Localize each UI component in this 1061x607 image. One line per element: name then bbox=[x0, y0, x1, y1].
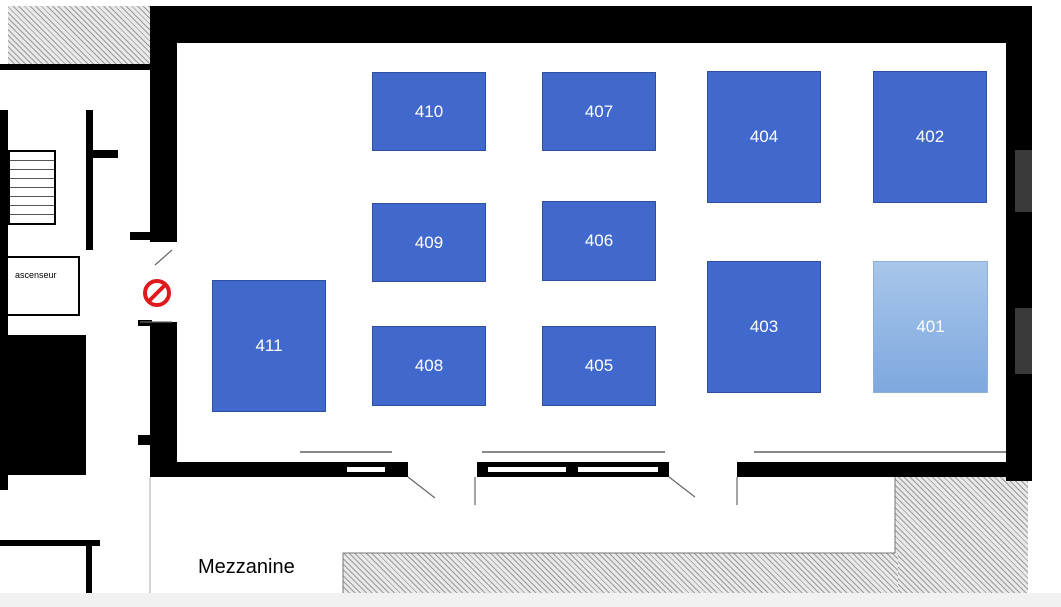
window-bottom-2 bbox=[487, 466, 567, 473]
wall-bottom-right bbox=[737, 462, 1032, 477]
room-403[interactable]: 403 bbox=[707, 261, 821, 393]
room-404-label: 404 bbox=[749, 127, 779, 146]
room-411[interactable]: 411 bbox=[212, 280, 326, 412]
room-402-label: 402 bbox=[915, 127, 945, 146]
room-407[interactable]: 407 bbox=[542, 72, 656, 151]
wall-bottom-left bbox=[150, 462, 408, 477]
corridor-wall-vertical-2 bbox=[0, 110, 8, 490]
no-entry-icon bbox=[143, 279, 171, 307]
room-406-label: 406 bbox=[584, 231, 614, 250]
corridor-wall-vertical-1 bbox=[86, 110, 93, 250]
corridor-post-1 bbox=[93, 150, 118, 158]
window-right-1 bbox=[1015, 150, 1032, 212]
wall-left-upper bbox=[150, 6, 177, 242]
partition-line-2 bbox=[482, 451, 665, 453]
room-410[interactable]: 410 bbox=[372, 72, 486, 151]
wall-top bbox=[150, 6, 1032, 43]
corridor-wall-top bbox=[0, 64, 150, 70]
corridor-post-3 bbox=[138, 320, 152, 326]
room-407-label: 407 bbox=[584, 101, 614, 121]
room-411-label: 411 bbox=[255, 336, 283, 355]
window-bottom-3 bbox=[577, 466, 659, 473]
room-408[interactable]: 408 bbox=[372, 326, 486, 406]
room-408-label: 408 bbox=[414, 356, 444, 375]
wall-right bbox=[1006, 6, 1032, 481]
hatched-area-bottom bbox=[343, 553, 898, 593]
corridor-block-left bbox=[8, 335, 86, 475]
partition-line-3 bbox=[754, 451, 1006, 453]
bottom-bar bbox=[0, 593, 1061, 607]
hatched-area-bottom-right bbox=[895, 477, 1028, 593]
corridor-post-2 bbox=[130, 232, 155, 240]
mezzanine-label: Mezzanine bbox=[198, 556, 295, 578]
elevator-label: ascenseur bbox=[15, 270, 57, 280]
room-404[interactable]: 404 bbox=[707, 71, 821, 203]
room-405-label: 405 bbox=[584, 356, 614, 375]
wall-left-lower bbox=[150, 322, 177, 477]
partition-line-1 bbox=[300, 451, 392, 453]
room-405[interactable]: 405 bbox=[542, 326, 656, 406]
wall-bottom-middle bbox=[477, 462, 669, 477]
room-402[interactable]: 402 bbox=[873, 71, 987, 203]
room-410-label: 410 bbox=[414, 101, 444, 121]
room-409-label: 409 bbox=[414, 232, 444, 252]
room-406[interactable]: 406 bbox=[542, 201, 656, 281]
corridor-wall-bottom bbox=[0, 540, 100, 546]
room-401-label: 401 bbox=[916, 317, 945, 336]
corridor-post-4 bbox=[138, 435, 152, 445]
room-409[interactable]: 409 bbox=[372, 203, 486, 282]
window-right-2 bbox=[1015, 308, 1032, 374]
room-401[interactable]: 401 bbox=[873, 261, 988, 393]
stairs bbox=[8, 150, 56, 225]
room-403-label: 403 bbox=[749, 317, 779, 336]
elevator bbox=[6, 256, 80, 316]
corridor-wall-bottom-right bbox=[86, 546, 92, 593]
window-bottom-1 bbox=[346, 466, 386, 473]
hatched-area-top-left bbox=[8, 6, 150, 64]
